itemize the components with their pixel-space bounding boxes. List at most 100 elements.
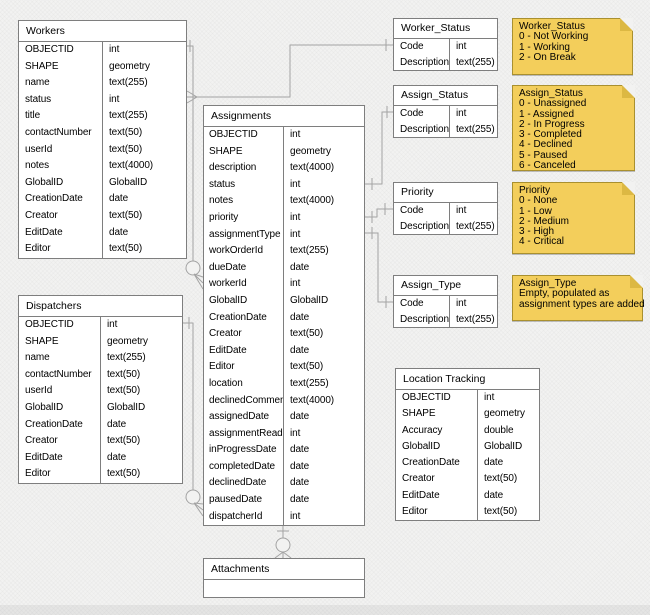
field-type: int: [109, 44, 120, 55]
table-workers[interactable]: Workers OBJECTID int SHAPE geometry name…: [18, 20, 187, 259]
field-row: Editor text(50): [19, 466, 182, 483]
table-assign-type[interactable]: Assign_Type Code int Description text(25…: [393, 275, 498, 328]
field-type: text(4000): [290, 195, 335, 207]
empty-field-area: [204, 580, 364, 597]
note-title: Priority: [519, 185, 551, 196]
field-row: EditDate date: [396, 487, 539, 505]
field-name: workOrderId: [204, 243, 284, 260]
table-title: Dispatchers: [19, 296, 182, 317]
field-name: dueDate: [204, 259, 284, 277]
connector-assignments-assign-status[interactable]: [365, 106, 393, 190]
connector-assignments-attachments[interactable]: [274, 525, 292, 559]
field-row: notes text(4000): [19, 158, 186, 175]
field-type: text(4000): [290, 162, 335, 174]
field-name: SHAPE: [19, 333, 101, 351]
field-name: OBJECTID: [396, 390, 478, 407]
field-name: SHAPE: [204, 143, 284, 161]
field-row: workOrderId text(255): [204, 243, 364, 260]
table-assignments[interactable]: Assignments OBJECTID int SHAPE geometry …: [203, 105, 365, 527]
table-worker-status[interactable]: Worker_Status Code int Description text(…: [393, 18, 498, 71]
field-row: completedDate date: [204, 458, 364, 476]
field-name: CreationDate: [19, 191, 103, 208]
field-name: Description: [394, 218, 450, 234]
field-name: CreationDate: [204, 309, 284, 327]
field-type: text(255): [109, 110, 148, 122]
crow-foot-icon: [186, 90, 198, 104]
field-name: assignmentType: [204, 226, 284, 244]
field-row: CreationDate date: [204, 309, 364, 327]
table-title: Priority: [394, 183, 497, 203]
field-row: pausedDate date: [204, 492, 364, 509]
field-row: Description text(255): [394, 218, 497, 234]
field-row: SHAPE geometry: [204, 143, 364, 161]
note-title: Worker_Status: [519, 21, 585, 32]
field-row: notes text(4000): [204, 193, 364, 210]
field-row: declinedDate date: [204, 475, 364, 493]
field-row: CreationDate date: [19, 416, 182, 434]
table-assign-status[interactable]: Assign_Status Code int Description text(…: [393, 85, 498, 138]
field-type: date: [290, 477, 310, 489]
field-name: userId: [19, 141, 103, 159]
connector-dispatchers-assignments[interactable]: [183, 317, 204, 517]
field-row: description text(4000): [204, 160, 364, 177]
table-dispatchers[interactable]: Dispatchers OBJECTID int SHAPE geometry …: [18, 295, 183, 484]
field-name: Accuracy: [396, 422, 478, 439]
connector-worker-status-workers[interactable]: [186, 39, 393, 104]
table-attachments[interactable]: Attachments: [203, 558, 365, 598]
field-name: SHAPE: [396, 406, 478, 423]
folded-corner-icon: [622, 85, 635, 98]
field-name: status: [204, 176, 284, 194]
note-line: 0 - Not Working: [519, 31, 589, 43]
field-name: SHAPE: [19, 58, 103, 76]
note-title: Assign_Type: [519, 278, 577, 289]
field-type: date: [109, 226, 129, 238]
field-name: userId: [19, 383, 101, 400]
field-type: int: [290, 427, 301, 439]
field-name: assignedDate: [204, 409, 284, 426]
field-type: text(255): [290, 245, 329, 257]
field-row: assignmentType int: [204, 226, 364, 244]
field-row: EditDate date: [204, 342, 364, 360]
field-row: GlobalID GlobalID: [19, 399, 182, 417]
field-type: int: [456, 41, 467, 52]
field-name: completedDate: [204, 458, 284, 476]
field-type: GlobalID: [107, 401, 146, 413]
field-row: Editor text(50): [396, 504, 539, 521]
field-name: declinedComment: [204, 392, 284, 410]
field-row: Accuracy double: [396, 422, 539, 439]
field-type: text(255): [109, 77, 148, 89]
field-type: date: [290, 460, 310, 472]
field-name: Code: [394, 296, 450, 312]
connector-assignments-assign-type[interactable]: [365, 227, 393, 308]
field-name: GlobalID: [204, 292, 284, 310]
table-priority[interactable]: Priority Code int Description text(255): [393, 182, 498, 235]
field-name: dispatcherId: [204, 508, 284, 526]
table-location-tracking[interactable]: Location Tracking OBJECTID int SHAPE geo…: [395, 368, 540, 522]
note-title: Assign_Status: [519, 88, 583, 99]
field-type: text(255): [456, 56, 495, 68]
field-type: text(50): [109, 143, 143, 155]
field-type: date: [290, 494, 310, 506]
field-row: SHAPE geometry: [19, 333, 182, 351]
table-title: Assignments: [204, 106, 364, 127]
field-row: Code int: [394, 203, 497, 219]
field-name: OBJECTID: [19, 317, 101, 334]
connector-workers-assignments[interactable]: [185, 40, 204, 290]
field-type: double: [484, 424, 514, 436]
field-name: workerId: [204, 276, 284, 293]
field-type: date: [107, 418, 127, 430]
field-row: Description text(255): [394, 121, 497, 137]
note-line: 1 - Low: [519, 205, 552, 217]
note-line: 2 - In Progress: [519, 118, 585, 130]
field-type: date: [484, 489, 504, 501]
connector-assignments-priority[interactable]: [365, 203, 393, 223]
field-name: Creator: [19, 433, 101, 450]
crow-foot-icon: [274, 551, 292, 559]
note-line: 4 - Critical: [519, 236, 565, 248]
field-row: assignmentRead int: [204, 425, 364, 443]
note-line: 4 - Declined: [519, 139, 573, 151]
